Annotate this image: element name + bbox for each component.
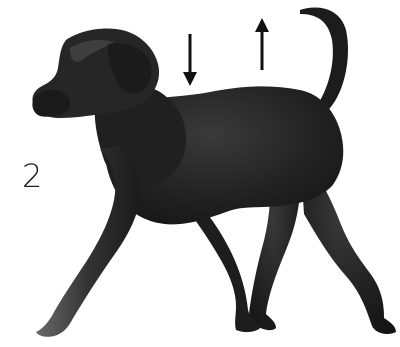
up-arrow-icon: [255, 18, 269, 70]
dog-front-leg-front: [36, 146, 140, 337]
figure-number-label: 2: [22, 160, 42, 192]
down-arrow-icon: [183, 34, 197, 86]
